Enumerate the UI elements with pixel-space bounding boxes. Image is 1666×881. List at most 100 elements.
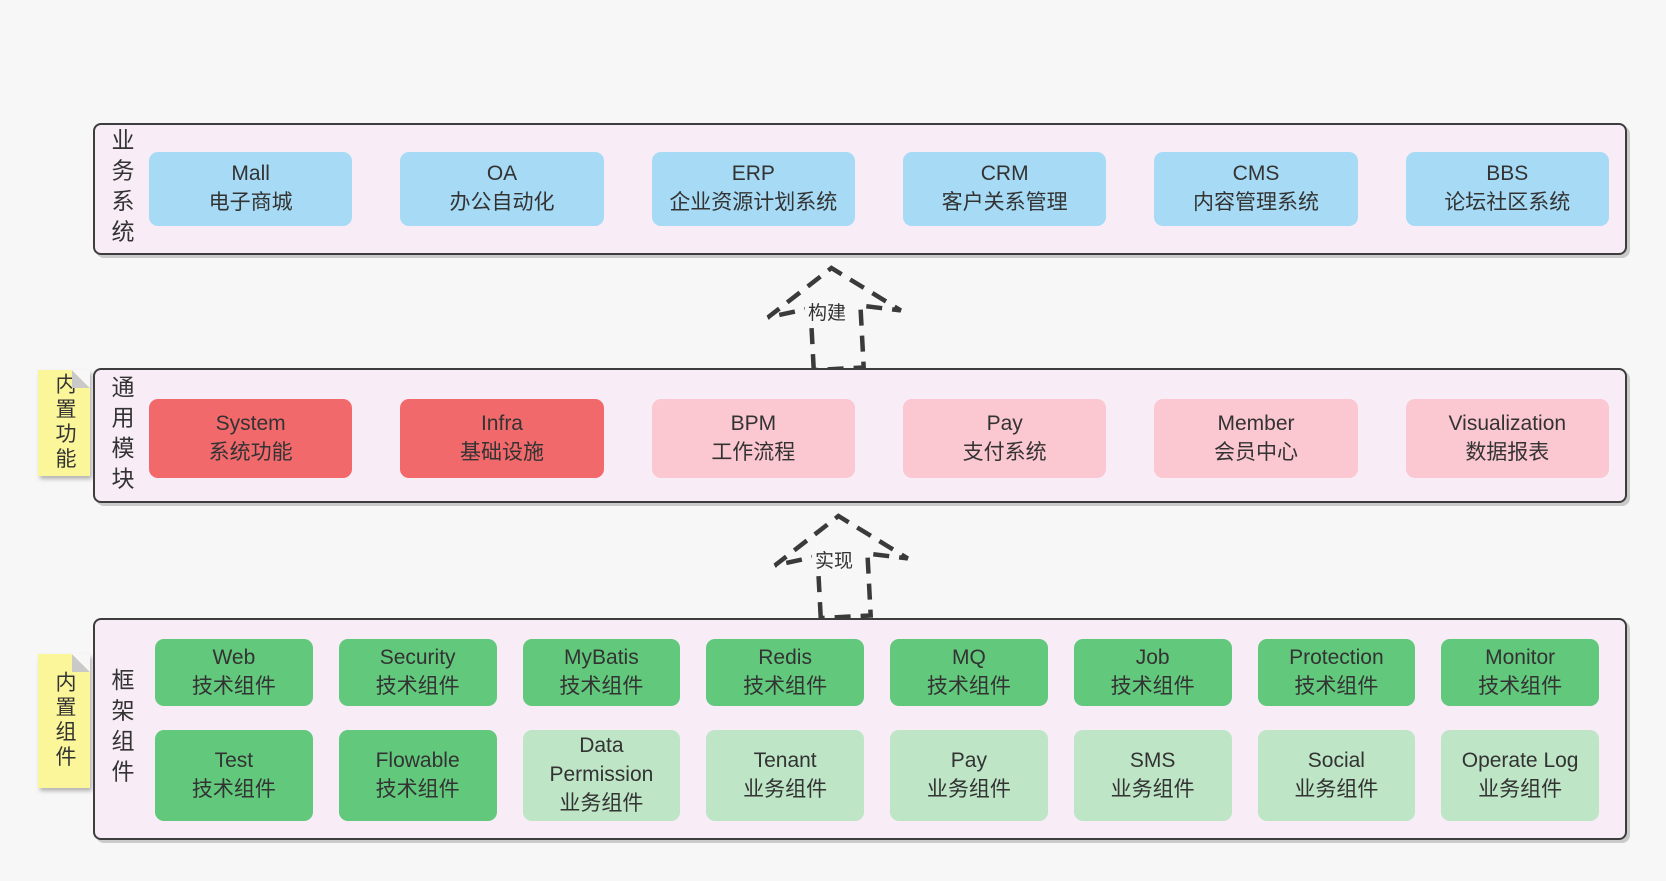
box-oa: OA 办公自动化 [400,152,604,226]
box-desc: 企业资源计划系统 [669,191,838,214]
modules-boxes-grid: System 系统功能 Infra 基础设施 BPM 工作流程 Pay 支付系统… [147,370,1625,501]
box-desc: 业务组件 [1478,777,1563,801]
box-name: Infra [480,411,523,435]
box-desc: 技术组件 [375,777,460,801]
box-name: Job [1135,645,1170,669]
components-boxes-grid: Web 技术组件 Security 技术组件 MyBatis 技术组件 Redi… [147,620,1625,838]
note-text: 内置功能 [53,373,76,473]
box-mybatis: MyBatis 技术组件 [522,639,681,707]
box-web: Web 技术组件 [155,639,313,707]
box-name: Mall [231,162,270,186]
box-name: System [215,411,286,435]
box-name: Security [379,645,456,669]
box-security: Security 技术组件 [338,639,497,707]
box-crm: CRM 客户关系管理 [902,152,1107,226]
box-name: CRM [980,162,1029,186]
box-desc: 技术组件 [191,777,276,801]
box-desc: 办公自动化 [449,191,555,214]
box-name: Monitor [1485,645,1556,669]
box-data-permission: Data Permission 业务组件 [522,730,681,821]
box-name: Test [214,748,254,772]
box-desc: 客户关系管理 [941,191,1068,214]
note-text: 内置组件 [53,671,76,771]
box-name: OA [486,162,518,186]
box-desc: 电子商城 [208,191,293,214]
business-boxes-grid: Mall 电子商城 OA 办公自动化 ERP 企业资源计划系统 CRM 客户关系… [147,125,1625,253]
box-name: SMS [1129,748,1176,772]
box-name: ERP [731,162,775,186]
box-desc: 技术组件 [1478,674,1563,698]
box-pay-system: Pay 支付系统 [902,399,1107,478]
box-desc: 论坛社区系统 [1444,191,1571,214]
box-desc: 技术组件 [1110,674,1195,698]
box-job: Job 技术组件 [1073,639,1232,707]
box-name: Flowable [375,748,460,772]
box-desc: 数据报表 [1465,440,1550,464]
box-tenant: Tenant 业务组件 [706,730,864,821]
box-name: Operate Log [1461,748,1579,772]
box-desc: 基础设施 [459,440,544,464]
box-name: Redis [758,645,812,669]
box-social: Social 业务组件 [1257,730,1416,821]
layer-business-systems: 业务系统 Mall 电子商城 OA 办公自动化 ERP 企业资源计划系统 CRM… [93,123,1627,255]
box-bpm: BPM 工作流程 [651,399,855,478]
box-name: Tenant [753,748,817,772]
sticky-note-built-in-components: 内置组件 [38,654,90,788]
box-name: CMS [1232,162,1280,186]
box-protection: Protection 技术组件 [1257,639,1416,707]
layer-business-side-label: 业务系统 [108,128,134,250]
box-name: MQ [951,645,986,669]
box-desc: 内容管理系统 [1192,191,1319,214]
box-desc: 技术组件 [559,674,644,698]
box-pay-component: Pay 业务组件 [890,730,1048,821]
box-desc: 业务组件 [1110,777,1195,801]
box-desc: 技术组件 [191,674,276,698]
arrow-build-label: 构建 [805,297,850,326]
box-monitor: Monitor 技术组件 [1441,639,1599,707]
box-desc: 业务组件 [926,777,1011,801]
box-desc: 系统功能 [208,440,293,464]
box-name: Social [1307,748,1365,772]
box-operate-log: Operate Log 业务组件 [1441,730,1599,821]
box-desc: 业务组件 [559,792,644,816]
box-name: Protection [1289,645,1384,669]
arrow-implement: 实现 [765,505,915,619]
layer-components-side-label: 框架组件 [108,668,134,790]
box-desc: 技术组件 [1294,674,1379,698]
box-desc: 支付系统 [962,440,1047,464]
box-desc: 技术组件 [926,674,1011,698]
layer-modules-side-label: 通用模块 [108,374,134,497]
box-desc: 工作流程 [711,440,796,464]
box-desc: 技术组件 [375,674,460,698]
box-flowable: Flowable 技术组件 [338,730,497,821]
box-sms: SMS 业务组件 [1073,730,1232,821]
box-test: Test 技术组件 [155,730,313,821]
box-system: System 系统功能 [149,399,353,478]
box-member: Member 会员中心 [1154,399,1358,478]
box-name: Web [212,645,256,669]
sticky-note-built-in-features: 内置功能 [38,370,90,476]
box-mall: Mall 电子商城 [149,152,353,226]
box-bbs: BBS 论坛社区系统 [1405,152,1609,226]
layer-framework-components: 框架组件 Web 技术组件 Security 技术组件 MyBatis 技术组件… [93,618,1627,840]
box-visualization: Visualization 数据报表 [1405,399,1609,478]
box-desc: 会员中心 [1213,440,1298,464]
box-name: Member [1217,411,1295,435]
box-desc: 业务组件 [743,777,828,801]
arrow-implement-label: 实现 [812,545,857,574]
box-name: Pay [986,411,1023,435]
box-erp: ERP 企业资源计划系统 [651,152,855,226]
box-name: MyBatis [564,645,639,669]
box-cms: CMS 内容管理系统 [1154,152,1358,226]
box-mq: MQ 技术组件 [890,639,1048,707]
box-name: Visualization [1448,411,1567,435]
box-name: Pay [950,748,987,772]
box-name: Data Permission [549,734,654,787]
arrow-build: 构建 [758,257,908,371]
box-redis: Redis 技术组件 [706,639,864,707]
box-desc: 业务组件 [1294,777,1379,801]
layer-common-modules: 通用模块 System 系统功能 Infra 基础设施 BPM 工作流程 Pay… [93,368,1627,503]
box-desc: 技术组件 [743,674,828,698]
box-name: BBS [1486,162,1529,186]
